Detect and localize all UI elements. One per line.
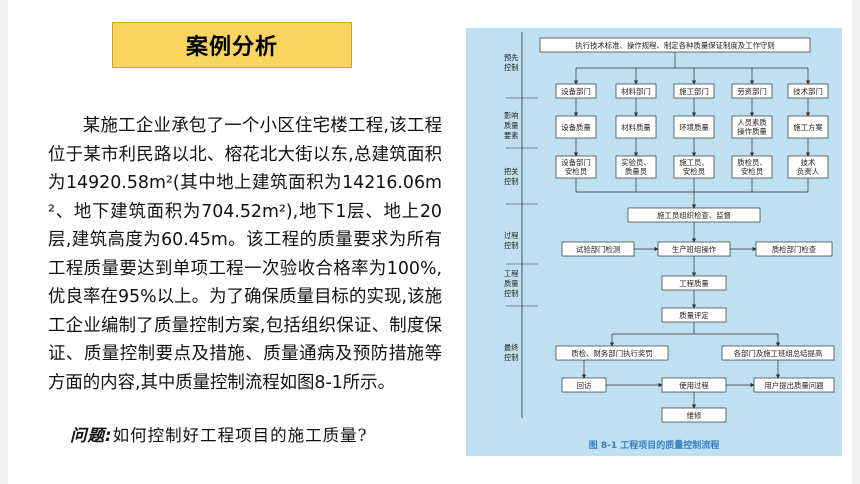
box-text: 用户提出质量问题 bbox=[764, 381, 824, 390]
box-text: 执行技术标准、操作规程、制定各种质量保证制度及工作守则 bbox=[575, 41, 775, 50]
title-banner: 案例分析 bbox=[112, 22, 352, 68]
figure-caption: 图 8-1 工程项目的质量控制流程 bbox=[588, 441, 720, 451]
stage-label: 要素 bbox=[504, 131, 518, 140]
box-text: 负责人 bbox=[797, 167, 820, 176]
stage-label: 控制 bbox=[504, 177, 518, 186]
stage-label: 预先 bbox=[504, 53, 518, 62]
box-text: 材料质量 bbox=[621, 123, 651, 132]
box-text: 维修 bbox=[687, 411, 702, 420]
box-text: 质检员、 bbox=[737, 158, 767, 167]
box-text: 工程质量 bbox=[679, 279, 709, 288]
stage-label: 质量 bbox=[504, 279, 518, 288]
box-text: 质量员 bbox=[625, 167, 647, 176]
box-text: 人员素质 bbox=[737, 118, 767, 127]
right-edge-strip bbox=[852, 0, 860, 484]
box-text: 安检员 bbox=[683, 167, 705, 176]
case-paragraph: 某施工企业承包了一个小区住宅楼工程,该工程位于某市利民路以北、榕花北大街以东,总… bbox=[48, 116, 442, 393]
question-label: 问题: bbox=[70, 426, 113, 445]
flowchart-svg: 预先 控制 影响 质量 要素 把关 控制 过程 控制 工程 质量 控制 最终 控… bbox=[504, 32, 835, 423]
box-text: 施工员、 bbox=[679, 158, 709, 167]
box-text: 施工方案 bbox=[793, 123, 823, 132]
box-text: 试验部门检测 bbox=[576, 245, 620, 254]
stage-label: 最终 bbox=[504, 343, 519, 352]
box-text: 材料部门 bbox=[621, 87, 651, 96]
box-text: 实验员、 bbox=[621, 158, 651, 167]
stage-label: 控制 bbox=[504, 63, 518, 72]
box-text: 质检、财务部门执行奖罚 bbox=[571, 349, 652, 358]
box-text: 技术部门 bbox=[793, 87, 823, 96]
question-line: 问题:如何控制好工程项目的施工质量? bbox=[70, 422, 367, 446]
stage-label: 工程 bbox=[504, 269, 518, 278]
box-text: 环境质量 bbox=[679, 123, 709, 132]
stage-label: 把关 bbox=[504, 167, 518, 176]
box-text: 设备部门 bbox=[561, 87, 591, 96]
box-text: 设备部门 bbox=[561, 158, 591, 167]
box-text: 各部门及施工班组总结提高 bbox=[734, 349, 823, 358]
stage-label: 控制 bbox=[504, 241, 518, 250]
box-text: 施工部门 bbox=[679, 87, 709, 96]
quality-control-flowchart: 预先 控制 影响 质量 要素 把关 控制 过程 控制 工程 质量 控制 最终 控… bbox=[466, 28, 842, 456]
left-edge-strip bbox=[0, 0, 8, 484]
box-text: 施工员组织检查、监督 bbox=[657, 211, 731, 220]
box-text: 操作质量 bbox=[737, 127, 767, 136]
stage-label: 质量 bbox=[504, 121, 518, 130]
box-text: 劳资部门 bbox=[737, 87, 767, 96]
stage-label: 过程 bbox=[504, 231, 518, 240]
box-text: 质检部门检查 bbox=[772, 245, 817, 254]
box-text: 使用过程 bbox=[679, 381, 709, 390]
box-text: 安检员 bbox=[565, 167, 587, 176]
box-text: 安检员 bbox=[741, 167, 763, 176]
stage-label: 控制 bbox=[504, 289, 518, 298]
box-text: 生产班组操作 bbox=[672, 245, 717, 254]
question-text: 如何控制好工程项目的施工质量? bbox=[112, 426, 368, 445]
stage-label: 控制 bbox=[504, 353, 518, 362]
box-text: 回访 bbox=[577, 381, 592, 390]
page-title: 案例分析 bbox=[185, 35, 278, 60]
box-text: 设备质量 bbox=[561, 123, 591, 132]
stage-label: 影响 bbox=[504, 111, 518, 120]
box-text: 质量评定 bbox=[679, 311, 709, 320]
box-text: 技术 bbox=[801, 158, 816, 167]
